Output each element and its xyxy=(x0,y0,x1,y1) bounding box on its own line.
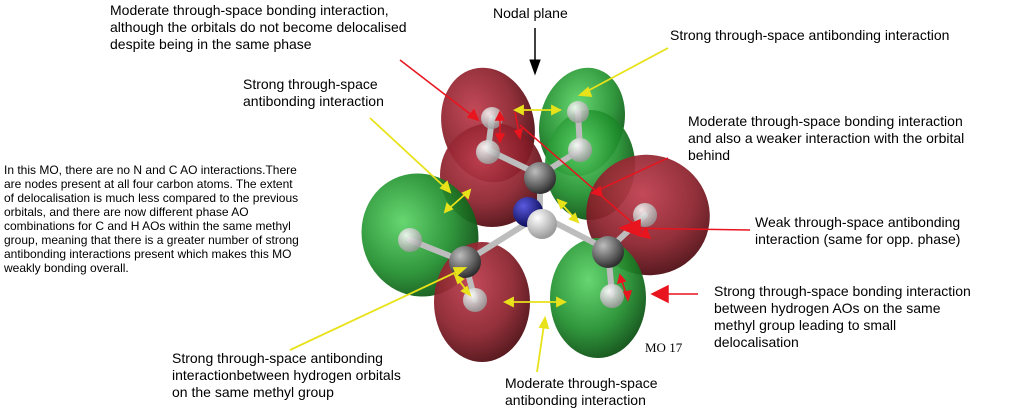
carbon-atom xyxy=(524,162,556,194)
label-bottom-left: Strong through-space antibonding interac… xyxy=(172,350,401,400)
description-text: In this MO, there are no N and C AO inte… xyxy=(4,163,299,275)
central-hydrogen-atom xyxy=(527,209,557,239)
label-bottom-center: Moderate through-space antibonding inter… xyxy=(505,375,658,408)
label-top-left: Moderate through-space bonding interacti… xyxy=(110,2,407,52)
red-arrows xyxy=(399,59,751,304)
label-lower-right: Strong through-space bonding interaction… xyxy=(714,283,971,350)
hydrogen-atom xyxy=(481,107,503,129)
carbon-atom xyxy=(592,236,624,268)
nodal-plane-arrow xyxy=(529,28,541,76)
hydrogen-atom xyxy=(600,284,624,308)
yellow-arrows xyxy=(289,47,669,373)
mo-label: MO 17 xyxy=(645,340,683,355)
label-weak-right: Weak through-space antibonding interacti… xyxy=(755,214,961,247)
hydrogen-atom xyxy=(398,228,422,252)
label-nodal-plane: Nodal plane xyxy=(493,5,568,21)
lobe-green-bottom xyxy=(550,238,646,358)
label-upper-left: Strong through-space antibonding interac… xyxy=(243,76,384,109)
label-top-right: Strong through-space antibonding interac… xyxy=(670,27,950,43)
hydrogen-atom xyxy=(476,140,500,164)
label-mid-right: Moderate through-space bonding interacti… xyxy=(688,113,965,163)
hydrogen-atom xyxy=(568,138,592,162)
hydrogen-atom xyxy=(567,101,589,123)
